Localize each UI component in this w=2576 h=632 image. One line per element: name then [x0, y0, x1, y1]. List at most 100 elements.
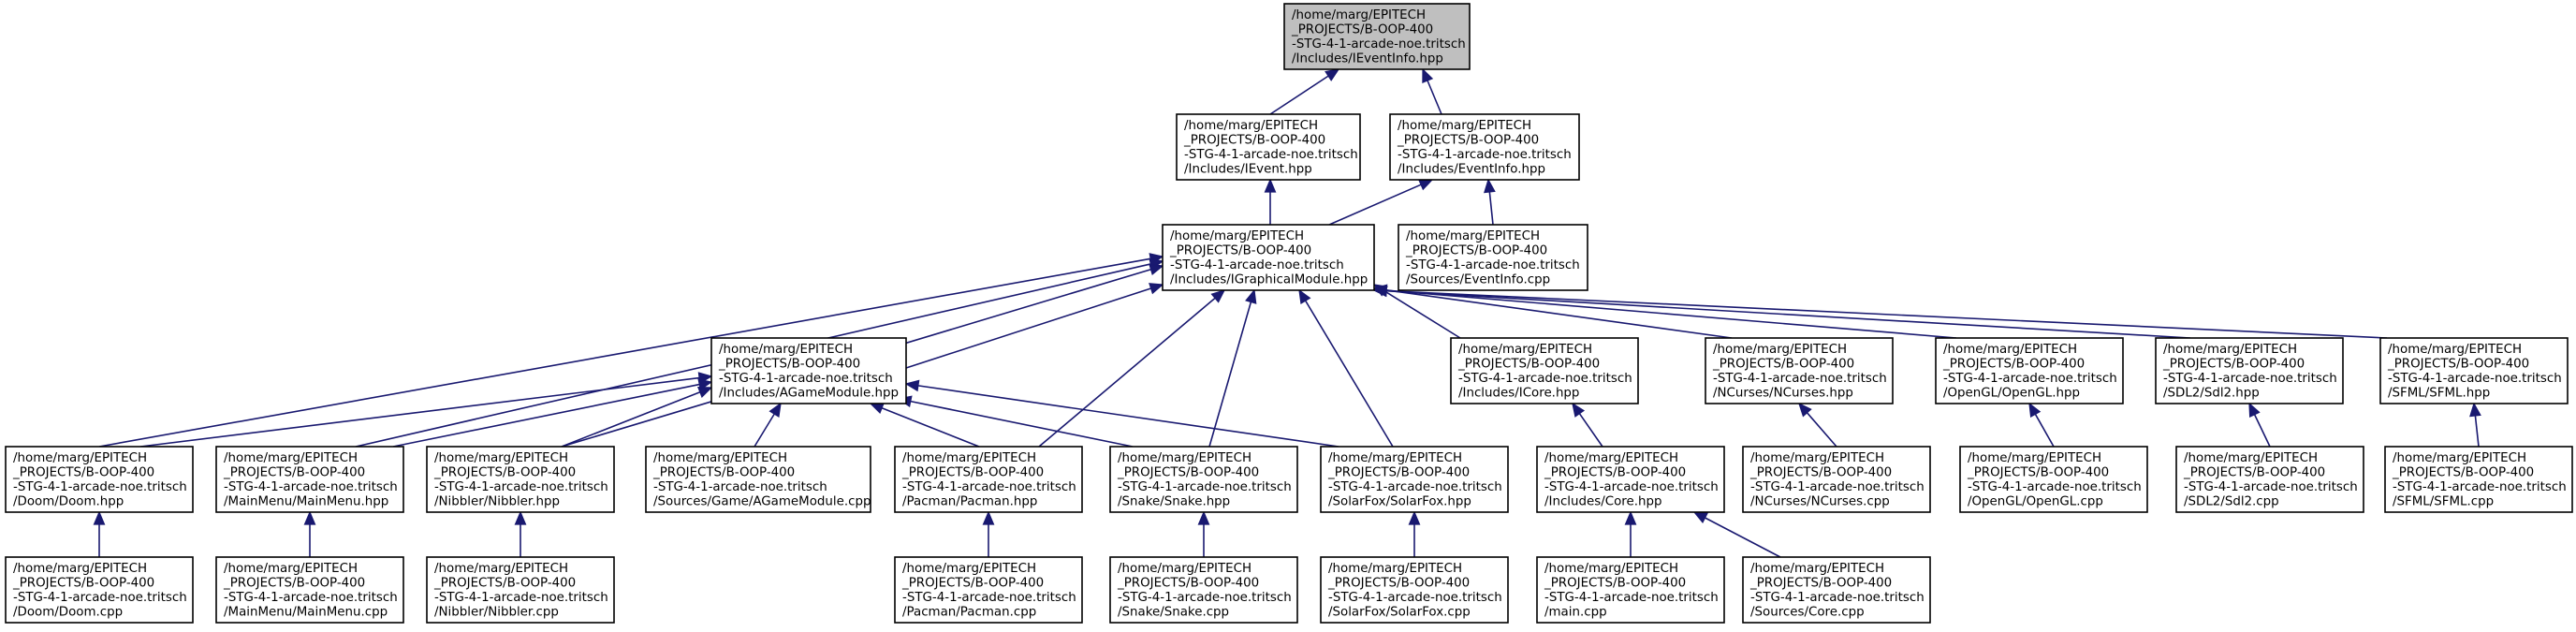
node-root[interactable]: /home/marg/EPITECH_PROJECTS/B-OOP-400-ST… — [1283, 3, 1471, 70]
node-box — [2384, 446, 2573, 513]
node-label-line: /home/marg/EPITECH — [434, 451, 568, 465]
node-sdl2-cpp[interactable]: /home/marg/EPITECH_PROJECTS/B-OOP-400-ST… — [2175, 446, 2364, 513]
edge-line — [561, 391, 701, 448]
edge-arrowhead — [514, 510, 527, 525]
node-pacman-cpp[interactable]: /home/marg/EPITECH_PROJECTS/B-OOP-400-ST… — [894, 556, 1083, 624]
node-label-line: /home/marg/EPITECH — [1398, 119, 1531, 133]
node-ncurses-cpp[interactable]: /home/marg/EPITECH_PROJECTS/B-OOP-400-ST… — [1742, 446, 1931, 513]
node-icore[interactable]: /home/marg/EPITECH_PROJECTS/B-OOP-400-ST… — [1450, 337, 1639, 404]
node-mainmenu-cpp[interactable]: /home/marg/EPITECH_PROJECTS/B-OOP-400-ST… — [215, 556, 404, 624]
node-box — [1320, 556, 1509, 624]
node-label-line: _PROJECTS/B-OOP-400 — [901, 577, 1044, 591]
node-sdl2-hpp[interactable]: /home/marg/EPITECH_PROJECTS/B-OOP-400-ST… — [2155, 337, 2344, 404]
node-nibbler-cpp[interactable]: /home/marg/EPITECH_PROJECTS/B-OOP-400-ST… — [426, 556, 615, 624]
node-label-line: -STG-4-1-arcade-noe.tritsch — [434, 591, 608, 605]
node-snake-hpp[interactable]: /home/marg/EPITECH_PROJECTS/B-OOP-400-ST… — [1109, 446, 1298, 513]
edge-line — [1385, 288, 1733, 339]
node-label-line: /Includes/IGraphicalModule.hpp — [1170, 273, 1368, 287]
node-box — [1959, 446, 2148, 513]
node-ncurses-hpp[interactable]: /home/marg/EPITECH_PROJECTS/B-OOP-400-ST… — [1705, 337, 1894, 404]
node-label-line: /home/marg/EPITECH — [1406, 229, 1540, 243]
node-label-line: /OpenGL/OpenGL.hpp — [1943, 387, 2080, 401]
node-eventinfo-hpp[interactable]: /home/marg/EPITECH_PROJECTS/B-OOP-400-ST… — [1389, 113, 1580, 181]
edge-line — [1208, 301, 1252, 448]
node-label-line: _PROJECTS/B-OOP-400 — [1749, 466, 1892, 480]
node-sfml-cpp[interactable]: /home/marg/EPITECH_PROJECTS/B-OOP-400-ST… — [2384, 446, 2573, 513]
node-label-line: _PROJECTS/B-OOP-400 — [1712, 358, 1854, 372]
edge-line — [1038, 297, 1216, 448]
node-box — [215, 556, 404, 624]
edge-arrowhead — [1797, 402, 1812, 418]
node-ievent[interactable]: /home/marg/EPITECH_PROJECTS/B-OOP-400-ST… — [1176, 113, 1361, 181]
node-label-line: -STG-4-1-arcade-noe.tritsch — [1406, 258, 1580, 272]
node-box — [426, 446, 615, 513]
edge-arrowhead — [982, 510, 995, 525]
node-label-line: _PROJECTS/B-OOP-400 — [1117, 466, 1259, 480]
edge-arrowhead — [1692, 511, 1709, 523]
node-agamemodule-cpp[interactable]: /home/marg/EPITECH_PROJECTS/B-OOP-400-ST… — [645, 446, 871, 513]
node-core-hpp[interactable]: /home/marg/EPITECH_PROJECTS/B-OOP-400-ST… — [1536, 446, 1725, 513]
node-label-line: /main.cpp — [1544, 606, 1607, 620]
node-core-cpp[interactable]: /home/marg/EPITECH_PROJECTS/B-OOP-400-ST… — [1742, 556, 1931, 624]
edge-core_cpp-to-core_hpp — [1692, 511, 1781, 558]
edge-line — [2034, 413, 2055, 448]
edge-solarfox_hpp-to-agamemodule — [904, 379, 1339, 448]
node-box — [1109, 446, 1298, 513]
node-label-line: /SFML/SFML.cpp — [2393, 495, 2494, 509]
node-label-line: -STG-4-1-arcade-noe.tritsch — [1170, 258, 1344, 272]
node-opengl-hpp[interactable]: /home/marg/EPITECH_PROJECTS/B-OOP-400-ST… — [1935, 337, 2124, 404]
edge-main_cpp-to-core_hpp — [1624, 510, 1637, 557]
edge-solarfox_cpp-to-solarfox_hpp — [1408, 510, 1421, 557]
node-label-line: /Includes/EventInfo.hpp — [1398, 163, 1545, 177]
node-label-line: /home/marg/EPITECH — [1458, 343, 1592, 357]
node-agamemodule[interactable]: /home/marg/EPITECH_PROJECTS/B-OOP-400-ST… — [710, 337, 907, 404]
edge-nibbler_hpp-to-agamemodule — [561, 387, 713, 448]
edge-arrowhead — [1572, 402, 1586, 418]
edge-mainmenu_cpp-to-mainmenu_hpp — [303, 510, 316, 557]
node-igraphical[interactable]: /home/marg/EPITECH_PROJECTS/B-OOP-400-ST… — [1162, 224, 1375, 291]
edge-igraphical-to-eventinfo_hpp — [1328, 179, 1434, 226]
node-label-line: _PROJECTS/B-OOP-400 — [1942, 358, 2085, 372]
edge-arrowhead — [1149, 263, 1164, 276]
edge-arrowhead — [1624, 510, 1637, 525]
edge-arrowhead — [904, 379, 920, 392]
node-label-line: /Sources/Game/AGameModule.cpp — [653, 495, 871, 509]
edge-arrowhead — [1325, 68, 1340, 81]
node-sfml-hpp[interactable]: /home/marg/EPITECH_PROJECTS/B-OOP-400-ST… — [2379, 337, 2569, 404]
node-label-line: -STG-4-1-arcade-noe.tritsch — [224, 480, 398, 494]
node-label-line: /home/marg/EPITECH — [1170, 229, 1304, 243]
node-box — [1162, 224, 1375, 291]
node-pacman-hpp[interactable]: /home/marg/EPITECH_PROJECTS/B-OOP-400-ST… — [894, 446, 1083, 513]
node-doom-cpp[interactable]: /home/marg/EPITECH_PROJECTS/B-OOP-400-ST… — [5, 556, 194, 624]
node-label-line: -STG-4-1-arcade-noe.tritsch — [1458, 372, 1632, 386]
node-label-line: /NCurses/NCurses.cpp — [1750, 495, 1890, 509]
edge-line — [910, 400, 1134, 448]
node-label-line: _PROJECTS/B-OOP-400 — [1291, 23, 1433, 37]
edge-arrowhead — [1298, 288, 1311, 304]
node-box — [710, 337, 907, 404]
edge-line — [1328, 184, 1422, 226]
edge-line — [1385, 289, 2191, 339]
node-solarfox-cpp[interactable]: /home/marg/EPITECH_PROJECTS/B-OOP-400-ST… — [1320, 556, 1509, 624]
node-label-line: _PROJECTS/B-OOP-400 — [1749, 577, 1892, 591]
node-label-line: /home/marg/EPITECH — [1544, 451, 1678, 465]
node-box — [1450, 337, 1639, 404]
node-label-line: /SFML/SFML.hpp — [2388, 387, 2490, 401]
node-box — [2175, 446, 2364, 513]
node-solarfox-hpp[interactable]: /home/marg/EPITECH_PROJECTS/B-OOP-400-ST… — [1320, 446, 1509, 513]
node-label-line: /Includes/Core.hpp — [1544, 495, 1661, 509]
edge-agamemodule-to-igraphical — [905, 283, 1164, 369]
node-nibbler-hpp[interactable]: /home/marg/EPITECH_PROJECTS/B-OOP-400-ST… — [426, 446, 615, 513]
node-main-cpp[interactable]: /home/marg/EPITECH_PROJECTS/B-OOP-400-ST… — [1536, 556, 1725, 624]
node-doom-hpp[interactable]: /home/marg/EPITECH_PROJECTS/B-OOP-400-ST… — [5, 446, 194, 513]
node-eventinfo-cpp[interactable]: /home/marg/EPITECH_PROJECTS/B-OOP-400-ST… — [1398, 224, 1588, 291]
node-opengl-cpp[interactable]: /home/marg/EPITECH_PROJECTS/B-OOP-400-ST… — [1959, 446, 2148, 513]
edge-line — [881, 407, 980, 448]
node-label-line: -STG-4-1-arcade-noe.tritsch — [434, 480, 608, 494]
edge-doom_hpp-to-igraphical — [98, 253, 1164, 448]
node-mainmenu-hpp[interactable]: /home/marg/EPITECH_PROJECTS/B-OOP-400-ST… — [215, 446, 404, 513]
node-snake-cpp[interactable]: /home/marg/EPITECH_PROJECTS/B-OOP-400-ST… — [1109, 556, 1298, 624]
edge-line — [1383, 290, 1461, 339]
node-label-line: /home/marg/EPITECH — [1544, 562, 1678, 576]
node-label-line: /home/marg/EPITECH — [224, 562, 358, 576]
